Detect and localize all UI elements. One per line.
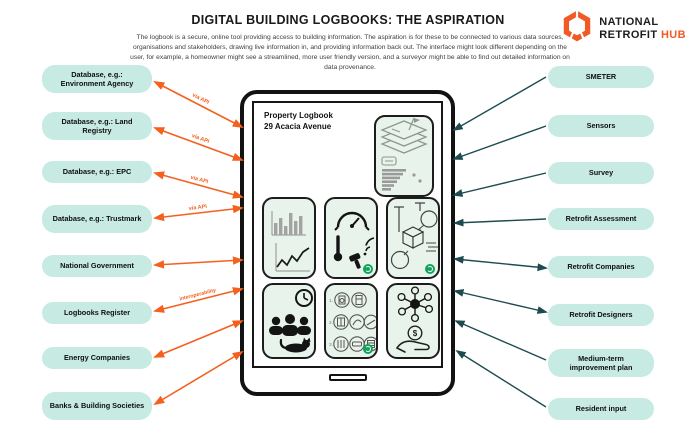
arrow-land-registry — [153, 127, 244, 161]
arrow-logbooks-register — [152, 287, 245, 313]
node-survey: Survey — [548, 162, 654, 184]
node-sensors: Sensors — [548, 115, 654, 137]
map-layers-epc-icon — [380, 117, 428, 191]
plan-row-number-2: 2. — [329, 320, 333, 326]
node-banks-building-societies: Banks & Building Societies — [42, 392, 152, 420]
node-retrofit-companies: Retrofit Companies — [548, 256, 654, 278]
node-database-environment-agency: Database, e.g.: Environment Agency — [42, 65, 152, 93]
arrow-trustmark — [152, 204, 245, 222]
house-survey-annotation-icon — [390, 202, 438, 270]
node-logbooks-register: Logbooks Register — [42, 302, 152, 324]
tablet-home-button — [329, 374, 367, 381]
right-stakeholder-arrows — [452, 76, 548, 408]
node-database-land-registry: Database, e.g.: Land Registry — [42, 112, 152, 140]
node-retrofit-assessment: Retrofit Assessment — [548, 208, 654, 230]
tile-map-layers-epc — [374, 115, 434, 197]
arrow-medium-term-plan — [454, 320, 547, 361]
tile-charts — [262, 197, 316, 279]
tile-network-funding: $ — [386, 283, 440, 359]
node-medium-term-improvement-plan: Medium-term improvement plan — [548, 349, 654, 377]
arrow-survey — [452, 172, 547, 197]
node-database-trustmark: Database, e.g.: Trustmark — [42, 205, 152, 233]
arrow-epc — [152, 171, 245, 199]
node-energy-companies: Energy Companies — [42, 347, 152, 369]
left-api-arrows — [152, 81, 245, 406]
sync-badge-icon — [363, 264, 373, 274]
node-database-epc: Database, e.g.: EPC — [42, 161, 152, 183]
sync-badge-icon — [363, 344, 373, 354]
people-clock-cat-icon — [269, 289, 313, 353]
arrow-energy-companies — [153, 320, 244, 358]
node-retrofit-designers: Retrofit Designers — [548, 304, 654, 326]
sync-badge-icon — [425, 264, 435, 274]
screen-title-line1: Property Logbook — [264, 111, 333, 120]
node-smeter: SMETER — [548, 66, 654, 88]
logo-wordmark: NATIONAL RETROFIT HUB — [599, 16, 686, 41]
tile-house-survey — [386, 197, 440, 279]
arrow-retrofit-designers — [453, 289, 548, 314]
gauge-thermometer-sensor-icon — [333, 211, 375, 269]
logo-line1: NATIONAL — [599, 16, 659, 29]
tile-residents — [262, 283, 316, 359]
network-funding-hand-icon: $ — [396, 286, 434, 353]
via-api-label-1: via API — [191, 92, 210, 106]
hexagon-logo-icon — [562, 10, 592, 47]
page-subtitle: The logbook is a secure, online tool pro… — [130, 34, 570, 72]
via-api-label-3: via API — [190, 175, 210, 186]
tablet-screen: Property Logbook 29 Acacia Avenue — [252, 101, 443, 368]
screen-title: Property Logbook 29 Acacia Avenue — [264, 111, 333, 133]
plan-row-number-3: 3. — [329, 342, 333, 348]
plan-list-icon: 1. 2. 3. — [329, 292, 376, 352]
via-api-label-2: via API — [191, 133, 211, 145]
arrow-resident-input — [455, 349, 547, 408]
arrow-sensors — [452, 125, 547, 160]
arrow-retrofit-assessment — [453, 218, 547, 227]
arrow-banks — [153, 350, 244, 406]
dollar-symbol: $ — [413, 329, 418, 338]
arrow-environment-agency — [153, 81, 244, 128]
logo-hub-accent: HUB — [660, 28, 686, 41]
screen-title-line2: 29 Acacia Avenue — [264, 121, 332, 131]
arrow-smeter — [452, 76, 547, 131]
bar-line-chart-icon — [271, 211, 310, 272]
tile-improvement-plan: 1. 2. 3. — [324, 283, 378, 359]
tile-sensors — [324, 197, 378, 279]
national-retrofit-hub-logo: NATIONAL RETROFIT HUB — [562, 10, 686, 47]
interoperability-label: interoperability — [179, 288, 217, 303]
arrow-retrofit-companies — [453, 255, 548, 272]
plan-row-number-1: 1. — [329, 298, 333, 304]
node-resident-input: Resident input — [548, 398, 654, 420]
node-national-government: National Government — [42, 255, 152, 277]
logo-line2: RETROFIT HUB — [599, 28, 686, 41]
arrow-national-government — [152, 256, 245, 269]
page-title: DIGITAL BUILDING LOGBOOKS: THE ASPIRATIO… — [191, 13, 505, 27]
via-api-label-4: via API — [189, 204, 208, 212]
